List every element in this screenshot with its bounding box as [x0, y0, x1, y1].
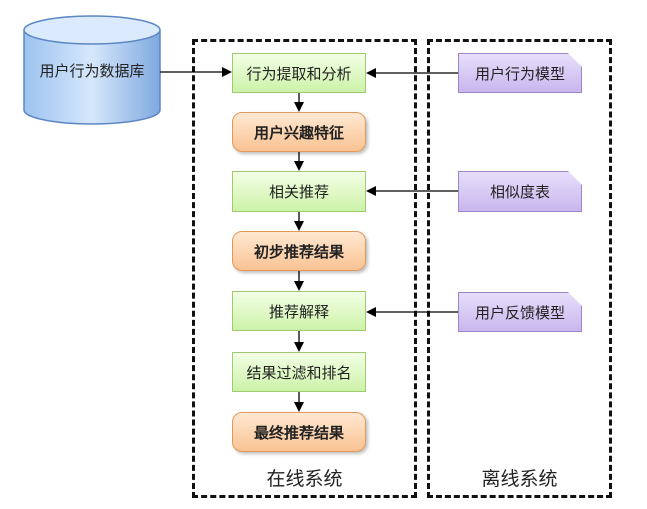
step-initial-results: 初步推荐结果 — [232, 231, 366, 271]
step-behavior-extraction: 行为提取和分析 — [232, 53, 366, 93]
step-user-interest: 用户兴趣特征 — [232, 112, 366, 152]
online-system-label: 在线系统 — [266, 468, 343, 490]
offline-system-region: 离线系统 — [427, 39, 612, 498]
database-label: 用户行为数据库 — [39, 62, 145, 80]
step-recommendation-explanation: 推荐解释 — [232, 291, 366, 331]
online-system-region: 在线系统 — [192, 39, 417, 498]
model-user-behavior: 用户行为模型 — [458, 53, 582, 93]
step-filter-ranking: 结果过滤和排名 — [232, 352, 366, 392]
step-related-recommendation: 相关推荐 — [232, 171, 366, 212]
model-user-feedback: 用户反馈模型 — [458, 292, 582, 332]
model-similarity-table: 相似度表 — [458, 171, 582, 212]
step-final-results: 最终推荐结果 — [232, 412, 366, 452]
offline-system-label: 离线系统 — [481, 468, 558, 490]
